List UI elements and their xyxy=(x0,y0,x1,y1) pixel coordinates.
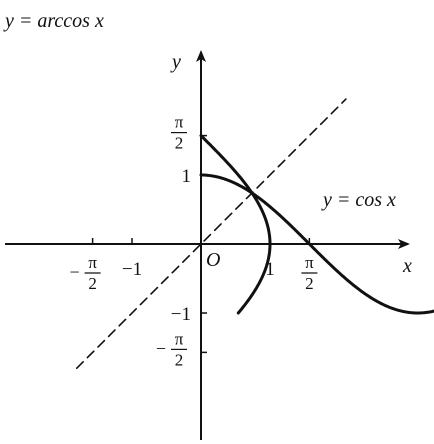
x-tick-numerator: π xyxy=(88,253,97,272)
x-tick-label-0: π 2− xyxy=(69,253,101,293)
y-tick-minus: − xyxy=(156,338,166,358)
arccos-curve-label: y = arccos x xyxy=(3,10,104,32)
axes xyxy=(5,50,410,440)
x-tick-denominator: 2 xyxy=(88,274,97,293)
y-axis-label: y xyxy=(170,51,181,73)
series-cos-line xyxy=(199,173,434,315)
cos-curve-label: y = cos x xyxy=(321,189,396,211)
series-identity-line xyxy=(76,98,347,369)
y-tick-label-2: −1 xyxy=(171,304,191,325)
series-layer xyxy=(76,98,434,369)
x-tick-label-3: π2 xyxy=(301,253,318,293)
y-tick-numerator: π xyxy=(175,113,184,132)
y-tick-numerator: π xyxy=(175,329,184,348)
x-tick-label-1: −1 xyxy=(122,259,142,280)
y-tick-label-1: 1 xyxy=(182,166,192,187)
x-tick-denominator: 2 xyxy=(305,274,314,293)
y-tick-label-0: π2 xyxy=(171,113,187,153)
y-tick-denominator: 2 xyxy=(175,350,184,369)
x-tick-label-2: 1 xyxy=(265,259,275,280)
origin-label: O xyxy=(206,249,220,271)
x-tick-numerator: π xyxy=(305,253,314,272)
x-tick-minus: − xyxy=(69,262,79,282)
y-tick-label-3: π 2− xyxy=(156,329,187,369)
series-arccos-line xyxy=(199,134,272,315)
y-tick-denominator: 2 xyxy=(175,134,184,153)
y-ticks: π21−1π2− xyxy=(156,113,207,369)
x-axis-label: x xyxy=(402,255,412,277)
